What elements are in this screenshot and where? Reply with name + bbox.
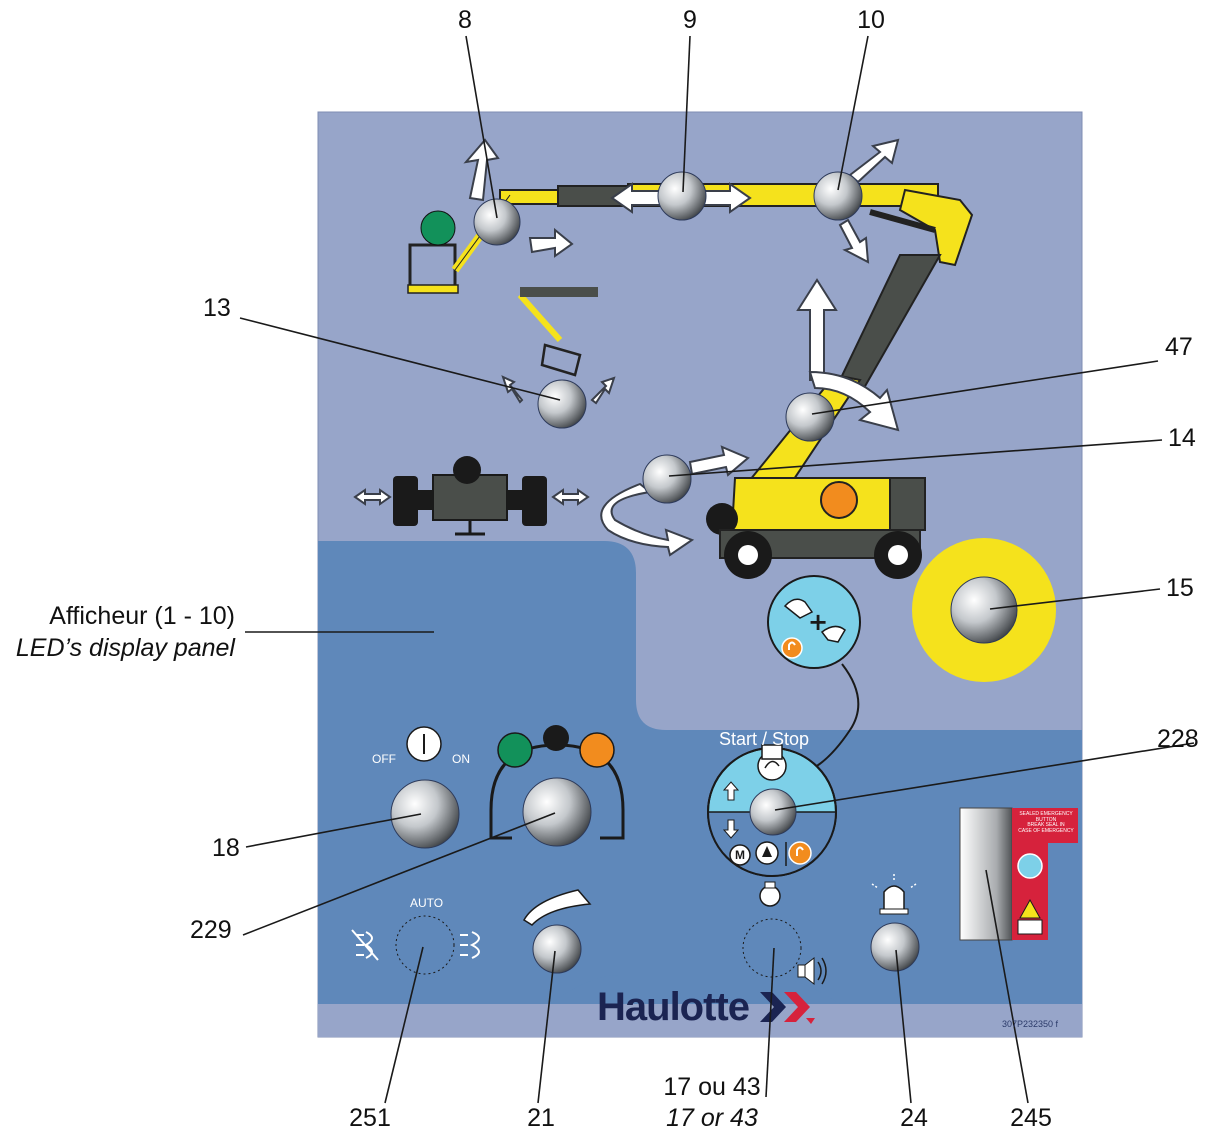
beacon-icon [871,874,917,915]
brand-logo-chevrons [760,992,815,1024]
axle-extend-arrow-icon [393,456,547,536]
knob-10[interactable] [813,171,863,221]
callout-228: 228 [1157,725,1199,753]
knob-9[interactable] [657,171,707,221]
knob-8[interactable] [473,198,521,246]
fan-off-icon [351,929,379,961]
knob-21[interactable] [523,889,592,974]
fan-selector-251[interactable] [351,915,480,975]
sticker-line-2: BREAK SEAL IN [1027,822,1065,828]
horn-button-17-43[interactable] [742,881,827,986]
emergency-stop-15[interactable] [912,538,1056,682]
knob-14[interactable] [642,454,692,504]
fan-on-icon [460,931,480,959]
sticker-line-3: CASE OF EMERGENCY [1018,827,1074,834]
callout-15: 15 [1166,574,1194,602]
on-label: ON [452,752,470,766]
callout-21: 21 [527,1104,555,1132]
horn-icon [797,956,827,986]
start-stop-228[interactable] [707,744,837,877]
callout-251: 251 [349,1104,391,1132]
start-stop-label: Start / Stop [719,729,810,749]
leader-lines [239,35,1195,1104]
callout-229: 229 [190,916,232,944]
hand-instruction-icon: + [767,575,861,669]
callout-47: 47 [1165,333,1193,361]
reference-code: 307P232350 f [1002,1019,1059,1029]
callout-display-fr: Afficheur (1 - 10) [49,602,235,630]
selector-229[interactable] [489,725,625,847]
glow-plug-icon [759,881,781,907]
auto-label: AUTO [410,896,444,910]
brand-name: Haulotte [597,985,750,1029]
callout-245: 245 [1010,1104,1052,1132]
callout-13: 13 [203,294,231,322]
beacon-button-24[interactable] [870,874,920,972]
m-label: M [735,848,745,862]
callout-9: 9 [683,6,697,34]
off-label: OFF [372,752,396,766]
knob-13[interactable] [537,379,587,429]
callout-17-43-fr: 17 ou 43 [663,1073,761,1101]
sticker-text: SEALED EMERGENCY BUTTON BREAK SEAL IN CA… [1016,811,1076,834]
svg-text:+: + [808,608,828,636]
sticker-line-1: SEALED EMERGENCY BUTTON [1019,811,1073,823]
callout-14: 14 [1168,424,1196,452]
callout-display-en: LED’s display panel [15,634,235,662]
machine-illustration [407,183,974,579]
callout-24: 24 [900,1104,928,1132]
knob-47[interactable] [785,392,835,442]
callout-17-43-en: 17 or 43 [666,1104,758,1132]
sealed-emergency-button-245[interactable] [959,807,1078,941]
callout-8: 8 [458,6,472,34]
callout-10: 10 [857,6,885,34]
key-switch-18[interactable] [390,726,460,849]
function-arrows [353,138,900,557]
callout-18: 18 [212,834,240,862]
